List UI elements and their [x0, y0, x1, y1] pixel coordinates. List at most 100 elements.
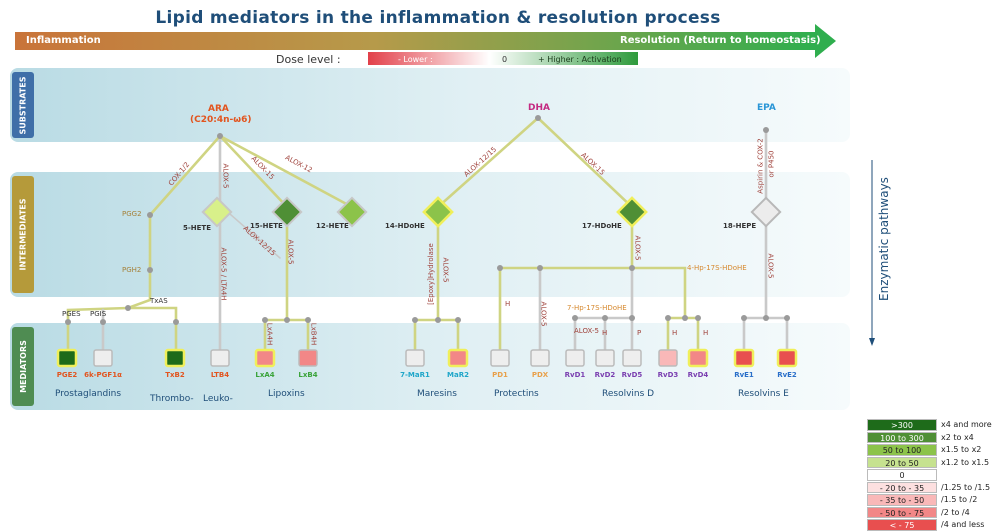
aspirin-label: Aspirin & COX-2: [756, 138, 765, 194]
txas-label: TxAS: [150, 297, 168, 305]
hepe18-label: 18-HEPE: [723, 222, 757, 230]
legend-desc: x1.2 to x1.5: [941, 457, 990, 467]
resolution-label: Resolution (Return to homeostasis): [620, 35, 821, 46]
ltb4-box: [210, 349, 230, 367]
pge2-box: [56, 348, 78, 368]
dose-zero-label: 0: [502, 55, 508, 64]
dose-higher-label: + Higher : Activation: [538, 55, 622, 64]
hydrolase-3-label: H: [672, 329, 678, 337]
family-maresins: Maresins: [417, 389, 457, 399]
hete5-label: 5-HETE: [183, 224, 211, 232]
mar2-box: [447, 348, 469, 368]
p450-label: or P450: [767, 150, 776, 178]
legend-swatch: 0: [867, 469, 937, 481]
ltb4-label: LTB4: [210, 371, 230, 379]
intermediates-band-label: INTERMEDIATES: [12, 176, 34, 293]
legend-desc: /2 to /4: [941, 507, 970, 517]
legend-desc: /1.5 to /2: [941, 495, 978, 504]
mediators-band-label: MEDIATORS: [12, 327, 34, 406]
legend-swatch: 50 to 100: [867, 444, 937, 456]
alox5-g-label: ALOX-5: [574, 327, 599, 335]
ara-label: ARA: [208, 104, 229, 114]
lxa4-label: LxA4: [255, 371, 275, 379]
rvd2-label: RvD2: [594, 371, 616, 379]
page-title: Lipid mediators in the inflammation & re…: [155, 8, 721, 28]
legend-desc: /4 and less: [941, 520, 985, 529]
dose-level-label: Dose level :: [276, 53, 341, 66]
rvd5-box: [622, 349, 642, 367]
legend-row: >300 x4 and more: [867, 419, 992, 431]
legend-row: - 50 to - 75/2 to /4: [867, 506, 992, 518]
legend-row: 100 to 300 x2 to x4: [867, 431, 992, 443]
pd1-box: [490, 349, 510, 367]
alox5-b-label: ALOX-5: [286, 239, 295, 265]
txb2-label: TxB2: [165, 371, 185, 379]
legend-swatch: 100 to 300: [867, 431, 937, 443]
dose-legend: >300 x4 and more 100 to 300 x2 to x4 50 to…: [867, 419, 992, 532]
pgg2-label: PGG2: [122, 210, 142, 218]
hete15-label: 15-HETE: [250, 222, 283, 230]
dose-gradient: [368, 52, 638, 65]
inflammation-resolution-arrow: [15, 24, 836, 58]
lxb4-label: LxB4: [298, 371, 318, 379]
pgf1a-label: 6k-PGF1α: [84, 371, 122, 379]
substrates-band-label: SUBSTRATES: [12, 72, 34, 138]
legend-desc: x4 and more: [941, 420, 992, 429]
substrates-band: [10, 68, 850, 142]
legend-desc: /1.25 to /1.5: [941, 482, 991, 492]
family-resolvins-e: Resolvins E: [738, 389, 789, 399]
alox5-lta4h-label: ALOX-5 / LTA4H: [219, 247, 228, 301]
legend-desc: [937, 469, 941, 481]
alox5-f-label: ALOX-5: [766, 253, 775, 279]
pgis-label: PGIS: [90, 310, 107, 318]
rvd1-label: RvD1: [564, 371, 586, 379]
legend-row: - 35 to - 50/1.5 to /2: [867, 494, 992, 506]
rve1-box: [733, 348, 755, 368]
peroxidase-label: P: [637, 329, 642, 337]
legend-desc: x2 to x4: [941, 432, 974, 442]
family-prostaglandins: Prostaglandins: [55, 389, 122, 399]
epa-label: EPA: [757, 103, 776, 113]
family-thrombo: Thrombo-: [150, 394, 194, 404]
dha-label: DHA: [528, 103, 550, 113]
hp7-label: 7-Hp-17S-HDoHE: [567, 304, 627, 312]
lxb4h-label: LxB4H: [309, 322, 318, 346]
legend-swatch: - 50 to - 75: [867, 506, 937, 518]
hdohe14-label: 14-HDoHE: [385, 222, 425, 230]
family-resolvins-d: Resolvins D: [602, 389, 655, 399]
legend-row: 50 to 100 x1.5 to x2: [867, 444, 992, 456]
hydrolase-1-label: H: [505, 300, 511, 308]
family-protectins: Protectins: [494, 389, 539, 399]
hdohe14-node: [422, 196, 454, 228]
rvd3-box: [658, 349, 678, 367]
legend-swatch: - 35 to - 50: [867, 494, 937, 506]
lxa4h-label: LxA4H: [265, 322, 274, 346]
hete12-node: [336, 196, 368, 228]
legend-swatch: 20 to 50: [867, 456, 937, 468]
rvd1-box: [565, 349, 585, 367]
rve2-label: RvE2: [777, 371, 797, 379]
family-leuko: Leuko-: [203, 394, 233, 404]
alox5-d-label: ALOX-5: [539, 301, 548, 327]
legend-swatch: - 20 to - 35: [867, 481, 937, 493]
rvd5-label: RvD5: [621, 371, 643, 379]
pgh2-label: PGH2: [122, 266, 142, 274]
hp4-label: 4-Hp-17S-HDoHE: [687, 264, 747, 272]
lxa4-box: [254, 348, 276, 368]
pge2-label: PGE2: [56, 371, 78, 379]
legend-swatch: >300: [867, 419, 937, 431]
pges-label: PGES: [62, 310, 81, 318]
pdx-box: [530, 349, 550, 367]
hdohe17-node: [616, 196, 648, 228]
hete15-node: [271, 196, 303, 228]
family-lipoxins: Lipoxins: [268, 389, 305, 399]
legend-desc: x1.5 to x2: [941, 445, 982, 454]
inflammation-label: Inflammation: [26, 35, 101, 46]
epoxy-hydrolase-label: [Epoxy]Hydrolase: [426, 243, 435, 305]
hete5-node: [201, 196, 233, 228]
lxb4-box: [298, 349, 318, 367]
hydrolase-2-label: H: [602, 329, 608, 337]
rvd3-label: RvD3: [657, 371, 679, 379]
alox5-e-label: ALOX-5: [633, 235, 642, 261]
